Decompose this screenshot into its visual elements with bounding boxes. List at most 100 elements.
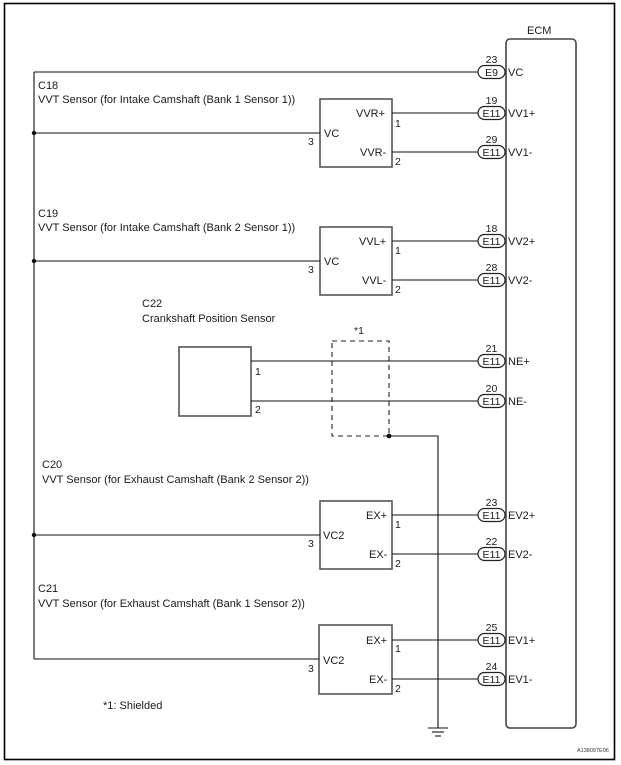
pin-label: VVR+ — [356, 108, 385, 120]
connector-id: E11 — [483, 275, 501, 287]
ecm-pin-number: 23 — [486, 497, 498, 509]
ecm-signal-name: EV1- — [508, 674, 533, 686]
ecm-signal-name: VV2+ — [508, 236, 535, 248]
ecm-signal-name: VV1- — [508, 147, 533, 159]
pin-number: 2 — [395, 284, 401, 296]
pin-number: 2 — [395, 683, 401, 695]
ecm-signal-name: EV2+ — [508, 510, 535, 522]
ecm-signal-name: VV2- — [508, 275, 533, 287]
sensor-c19-name: VVT Sensor (for Intake Camshaft (Bank 2 … — [38, 222, 295, 234]
sensor-c18-name: VVT Sensor (for Intake Camshaft (Bank 1 … — [38, 94, 295, 106]
connector-id: E11 — [483, 147, 501, 159]
sensor-c22-code: C22 — [142, 298, 162, 310]
connector-id: E11 — [483, 549, 501, 561]
sensor-c19: C19 VVT Sensor (for Intake Camshaft (Ban… — [31, 208, 478, 296]
ecm-pin-number: 21 — [486, 343, 498, 355]
shield-marker: *1 — [354, 325, 364, 337]
connector-id: E11 — [483, 674, 501, 686]
connector-id: E9 — [485, 67, 498, 79]
connector-pill — [477, 393, 506, 409]
pin-label: VVL- — [362, 275, 387, 287]
sensor-c22-body — [178, 346, 252, 417]
connector-id: E11 — [483, 356, 501, 368]
pin-number: 1 — [395, 643, 401, 655]
shield-dashed-box — [331, 340, 390, 437]
pin-label: VVR- — [360, 147, 387, 159]
connector-pill — [477, 671, 506, 687]
connector-id: E11 — [483, 510, 501, 522]
sensor-c18: C18 VVT Sensor (for Intake Camshaft (Ban… — [31, 80, 478, 168]
figure-id: A138097E06 — [577, 748, 609, 754]
connector-pill — [477, 632, 506, 648]
connector-id: E11 — [483, 108, 501, 120]
sensor-c21: C21 VVT Sensor (for Exhaust Camshaft (Ba… — [34, 583, 478, 695]
connector-id: E11 — [483, 396, 501, 408]
ecm-terminals: E923VCE1119VV1+E1129VV1-E1118VV2+E1128VV… — [477, 54, 535, 687]
pin-number: 3 — [308, 264, 314, 276]
sensor-c21-name: VVT Sensor (for Exhaust Camshaft (Bank 1… — [38, 598, 305, 610]
connector-pill — [477, 507, 506, 523]
pin-label: VVL+ — [359, 236, 386, 248]
pin-number: 1 — [395, 519, 401, 531]
pin-number: 3 — [308, 663, 314, 675]
ecm-label: ECM — [527, 25, 551, 37]
sensor-c19-code: C19 — [38, 208, 58, 220]
ecm-signal-name: EV1+ — [508, 635, 535, 647]
ecm-signal-name: VV1+ — [508, 108, 535, 120]
sensor-c22: C22 Crankshaft Position Sensor 1 2 — [142, 298, 478, 417]
connector-id: E11 — [483, 236, 501, 248]
shield: *1 — [331, 325, 448, 737]
pin-label: VC — [324, 128, 339, 140]
ecm-pin-number: 29 — [486, 134, 498, 146]
ecm-pin-number: 24 — [486, 661, 498, 673]
ecm-signal-name: VC — [508, 67, 523, 79]
pin-label: EX+ — [366, 635, 387, 647]
ecm-block — [505, 38, 577, 729]
pin-label: EX- — [369, 549, 388, 561]
ground-icon — [428, 727, 448, 737]
sensor-c18-body — [319, 98, 393, 168]
junction-dot — [31, 258, 37, 264]
ecm-signal-name: NE+ — [508, 356, 530, 368]
shield-drain-wire — [389, 435, 439, 728]
pin-number: 1 — [395, 118, 401, 130]
pin-label: VC — [324, 256, 339, 268]
ecm-pin-number: 19 — [486, 95, 498, 107]
connector-id: E11 — [483, 635, 501, 647]
connector-pill — [477, 546, 506, 562]
sensor-c20-name: VVT Sensor (for Exhaust Camshaft (Bank 2… — [42, 474, 309, 486]
ecm-pin-number: 20 — [486, 383, 498, 395]
pin-number: 1 — [395, 245, 401, 257]
connector-pill — [477, 353, 506, 369]
connector-pill — [477, 144, 506, 160]
sensor-c21-body — [318, 624, 393, 695]
connector-pill — [477, 105, 506, 121]
junction-dot — [31, 532, 37, 538]
ecm-signal-name: NE- — [508, 396, 527, 408]
pin-number: 3 — [308, 538, 314, 550]
pin-number: 1 — [255, 366, 261, 378]
sensor-c20-code: C20 — [42, 459, 62, 471]
footnote: *1: Shielded — [103, 700, 162, 712]
ecm-pin-number: 25 — [486, 622, 498, 634]
sensor-c21-code: C21 — [38, 583, 58, 595]
ecm-pin-number: 22 — [486, 536, 498, 548]
connector-pill — [477, 272, 506, 288]
ecm-pin-number: 28 — [486, 262, 498, 274]
connector-pill — [477, 233, 506, 249]
pin-number: 3 — [308, 136, 314, 148]
diagram-frame — [3, 2, 616, 761]
pin-label: EX- — [369, 674, 388, 686]
pin-number: 2 — [395, 156, 401, 168]
